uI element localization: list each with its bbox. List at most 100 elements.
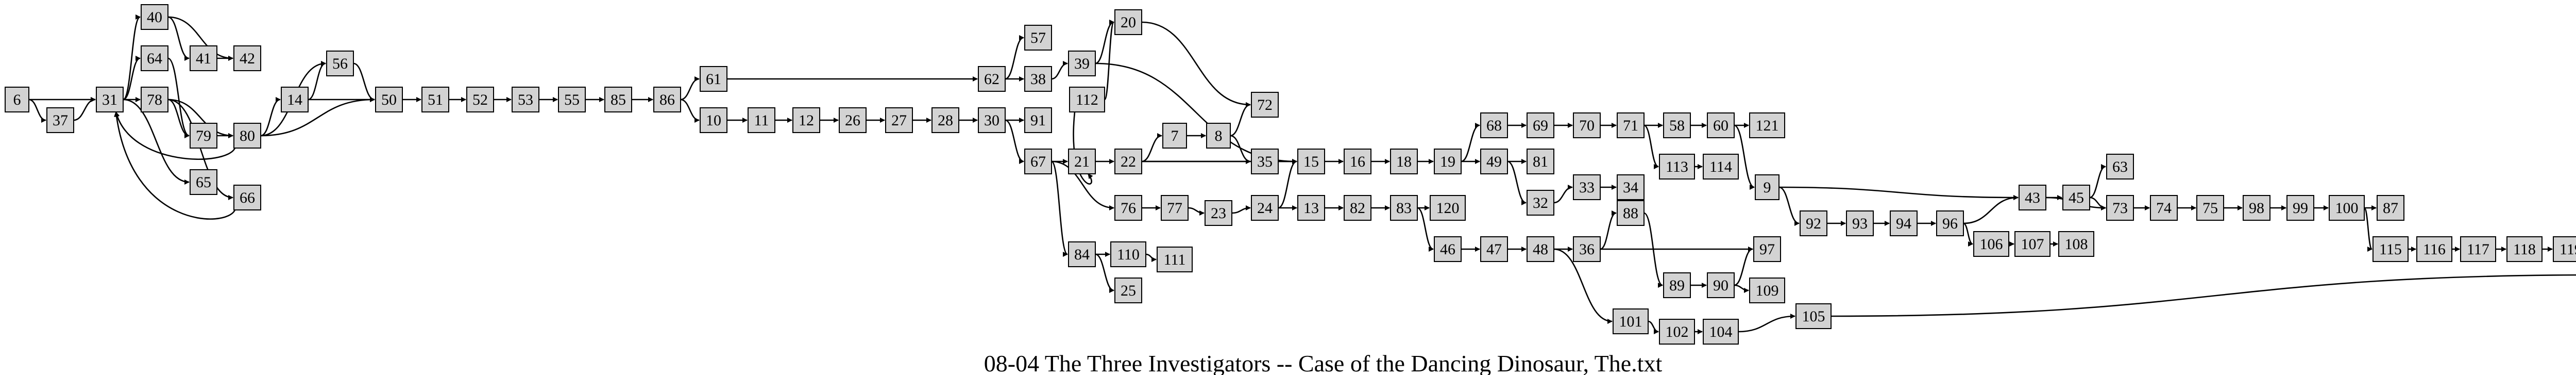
node-label: 84 (1074, 246, 1090, 263)
node-label: 38 (1030, 71, 1046, 88)
graph-edge (1600, 210, 1617, 250)
node-label: 50 (381, 91, 397, 108)
node-label: 94 (1896, 215, 1911, 232)
node-label: 104 (1709, 323, 1733, 340)
node-label: 80 (240, 127, 255, 144)
node-label: 28 (938, 112, 953, 129)
graph-edge (1141, 133, 1162, 162)
node-label: 33 (1579, 179, 1595, 196)
graph-node: 40 (141, 4, 168, 30)
graph-node: 108 (2058, 231, 2094, 257)
node-label: 92 (1806, 215, 1821, 232)
graph-node: 112 (1069, 87, 1105, 112)
graph-node: 120 (1430, 195, 1466, 221)
graph-node: 66 (233, 185, 261, 210)
node-box (1110, 241, 1146, 267)
node-label: 31 (102, 91, 117, 108)
node-box (1344, 149, 1371, 174)
graph-node: 94 (1890, 210, 1918, 236)
node-label: 77 (1167, 200, 1182, 217)
graph-edge (1141, 21, 1251, 107)
node-label: 111 (1164, 251, 1186, 268)
graph-node: 36 (1573, 236, 1601, 262)
graph-node: 104 (1703, 319, 1739, 345)
node-label: 67 (1030, 153, 1046, 170)
node-box (748, 107, 775, 133)
graph-edge (1963, 195, 2019, 224)
node-box (281, 87, 309, 112)
graph-edge (167, 99, 233, 138)
graph-node: 102 (1659, 319, 1695, 345)
graph-edge (1230, 102, 1251, 137)
node-box (96, 87, 124, 112)
node-box (1527, 236, 1554, 262)
node-label: 114 (1709, 158, 1732, 175)
node-label: 58 (1669, 117, 1685, 134)
graph-node: 113 (1659, 154, 1695, 180)
node-label: 13 (1303, 200, 1319, 217)
node-label: 115 (2379, 241, 2402, 258)
node-label: 43 (2025, 189, 2040, 206)
node-label: 53 (518, 91, 533, 108)
node-label: 30 (984, 112, 999, 129)
graph-node: 45 (2062, 185, 2090, 210)
graph-edge (167, 99, 190, 138)
graph-node: 51 (421, 87, 449, 112)
node-box (1703, 154, 1739, 180)
node-label: 51 (428, 91, 443, 108)
node-label: 46 (1440, 241, 1455, 258)
node-box (1659, 319, 1695, 345)
node-box (1114, 149, 1142, 174)
node-label: 22 (1121, 153, 1136, 170)
node-box (1162, 123, 1187, 149)
node-label: 26 (845, 112, 860, 129)
node-box (1573, 112, 1601, 138)
node-label: 36 (1579, 241, 1595, 258)
node-box (1846, 210, 1874, 236)
graph-node: 81 (1527, 149, 1554, 174)
node-box (1703, 319, 1739, 345)
graph-node: 90 (1707, 272, 1735, 298)
node-label: 20 (1121, 14, 1136, 31)
node-box (2286, 195, 2314, 221)
graph-node: 80 (233, 123, 261, 149)
node-label: 112 (1076, 91, 1098, 108)
node-label: 42 (240, 50, 255, 67)
graph-node: 14 (281, 87, 309, 112)
graph-node: 48 (1527, 236, 1554, 262)
node-label: 91 (1030, 112, 1046, 129)
node-label: 66 (240, 189, 255, 206)
graph-edge (1005, 35, 1024, 80)
graph-node: 68 (1480, 112, 1508, 138)
graph-edge (1104, 20, 1115, 101)
node-box (1068, 241, 1096, 267)
graph-edge (167, 16, 190, 61)
graph-node: 20 (1114, 9, 1142, 35)
graph-node: 98 (2243, 195, 2270, 221)
node-label: 96 (1942, 215, 1958, 232)
graph-node: 38 (1024, 66, 1052, 92)
node-box (1617, 200, 1645, 226)
node-box (1753, 236, 1781, 262)
node-box (792, 107, 820, 133)
node-label: 41 (196, 50, 211, 67)
graph-node: 32 (1527, 190, 1554, 216)
graph-node: 85 (604, 87, 632, 112)
graph-node: 26 (839, 107, 867, 133)
node-box (1613, 308, 1649, 334)
node-label: 108 (2065, 236, 2088, 253)
node-label: 119 (2560, 241, 2576, 258)
graph-node: 99 (2286, 195, 2314, 221)
node-box (978, 107, 1006, 133)
node-box (1161, 195, 1189, 221)
graph-node: 65 (190, 169, 217, 195)
graph-node: 15 (1297, 149, 1325, 174)
graph-edge (1778, 186, 1800, 226)
graph-edge (680, 99, 700, 123)
graph-edge (1831, 274, 2576, 317)
graph-node: 87 (2377, 195, 2404, 221)
node-box (1755, 174, 1780, 200)
graph-caption: 08-04 The Three Investigators -- Case of… (984, 350, 1663, 375)
node-box (1527, 190, 1554, 216)
